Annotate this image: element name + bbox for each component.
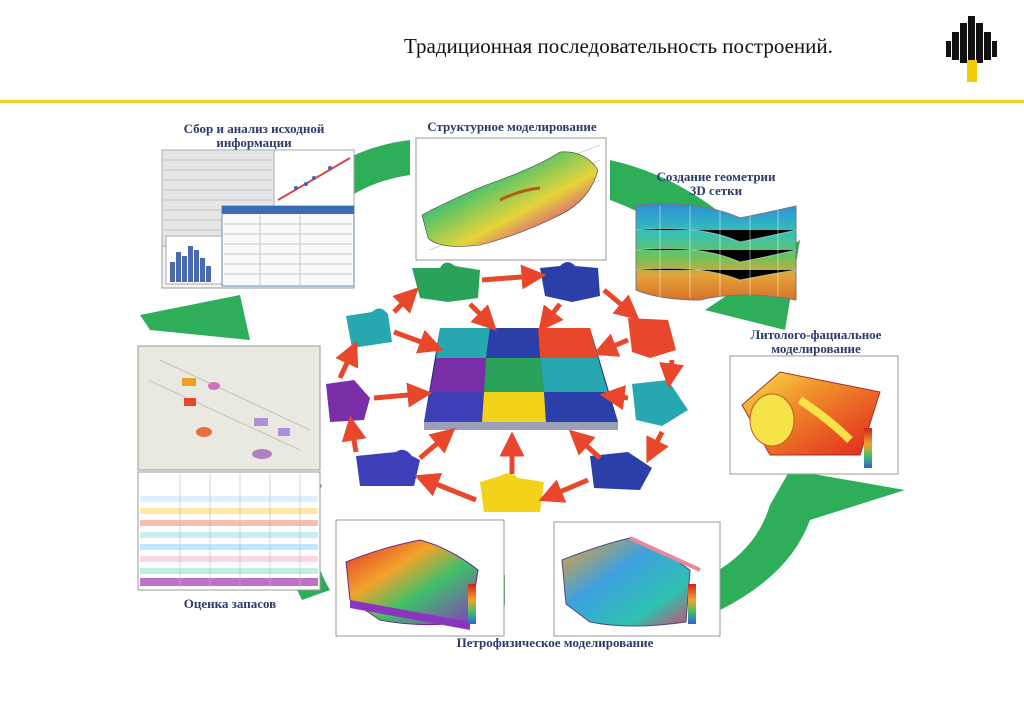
label-grid-line2: 3D сетки (689, 183, 743, 198)
puzzle-ring (326, 262, 688, 512)
panel-petrophysical-2 (553, 521, 721, 637)
puzzle-piece-icon (346, 308, 392, 348)
label-facies-line1: Литолого-фациальное (750, 327, 882, 342)
label-petrophysical: Петрофизическое моделирование (456, 635, 654, 650)
label-data-analysis-line2: информации (216, 135, 292, 150)
puzzle-piece-icon (540, 262, 600, 302)
puzzle-piece-icon (590, 452, 652, 490)
puzzle-piece-icon (632, 380, 688, 426)
label-facies-line2: моделирование (771, 341, 861, 356)
label-grid-line1: Создание геометрии (656, 169, 776, 184)
panel-grid (635, 203, 797, 301)
label-data-analysis: Сбор и анализ исходной информации (158, 122, 350, 150)
central-puzzle (424, 328, 618, 430)
panel-data-analysis (161, 149, 355, 289)
label-grid: Создание геометрии 3D сетки (636, 170, 796, 198)
panel-facies (729, 355, 899, 475)
label-data-analysis-line1: Сбор и анализ исходной (183, 121, 325, 136)
ring-arrows (335, 264, 684, 503)
page-title: Традиционная последовательность построен… (404, 34, 833, 58)
puzzle-piece-icon (628, 318, 676, 358)
label-facies: Литолого-фациальное моделирование (728, 328, 904, 356)
panel-structural (415, 137, 607, 261)
panel-reserves (137, 345, 321, 591)
puzzle-piece-icon (326, 380, 370, 422)
cycle-arrow-right (700, 470, 905, 610)
label-reserves: Оценка запасов (183, 596, 277, 611)
company-logo-icon (946, 16, 997, 82)
cycle-arrow-left (140, 295, 250, 340)
panel-petrophysical-1 (335, 519, 505, 637)
accent-rule (0, 100, 1024, 103)
inward-arrows (373, 302, 629, 474)
label-structural: Структурное моделирование (427, 119, 597, 134)
puzzle-piece-icon (480, 473, 544, 512)
puzzle-piece-icon (412, 262, 480, 302)
puzzle-piece-icon (356, 449, 420, 486)
